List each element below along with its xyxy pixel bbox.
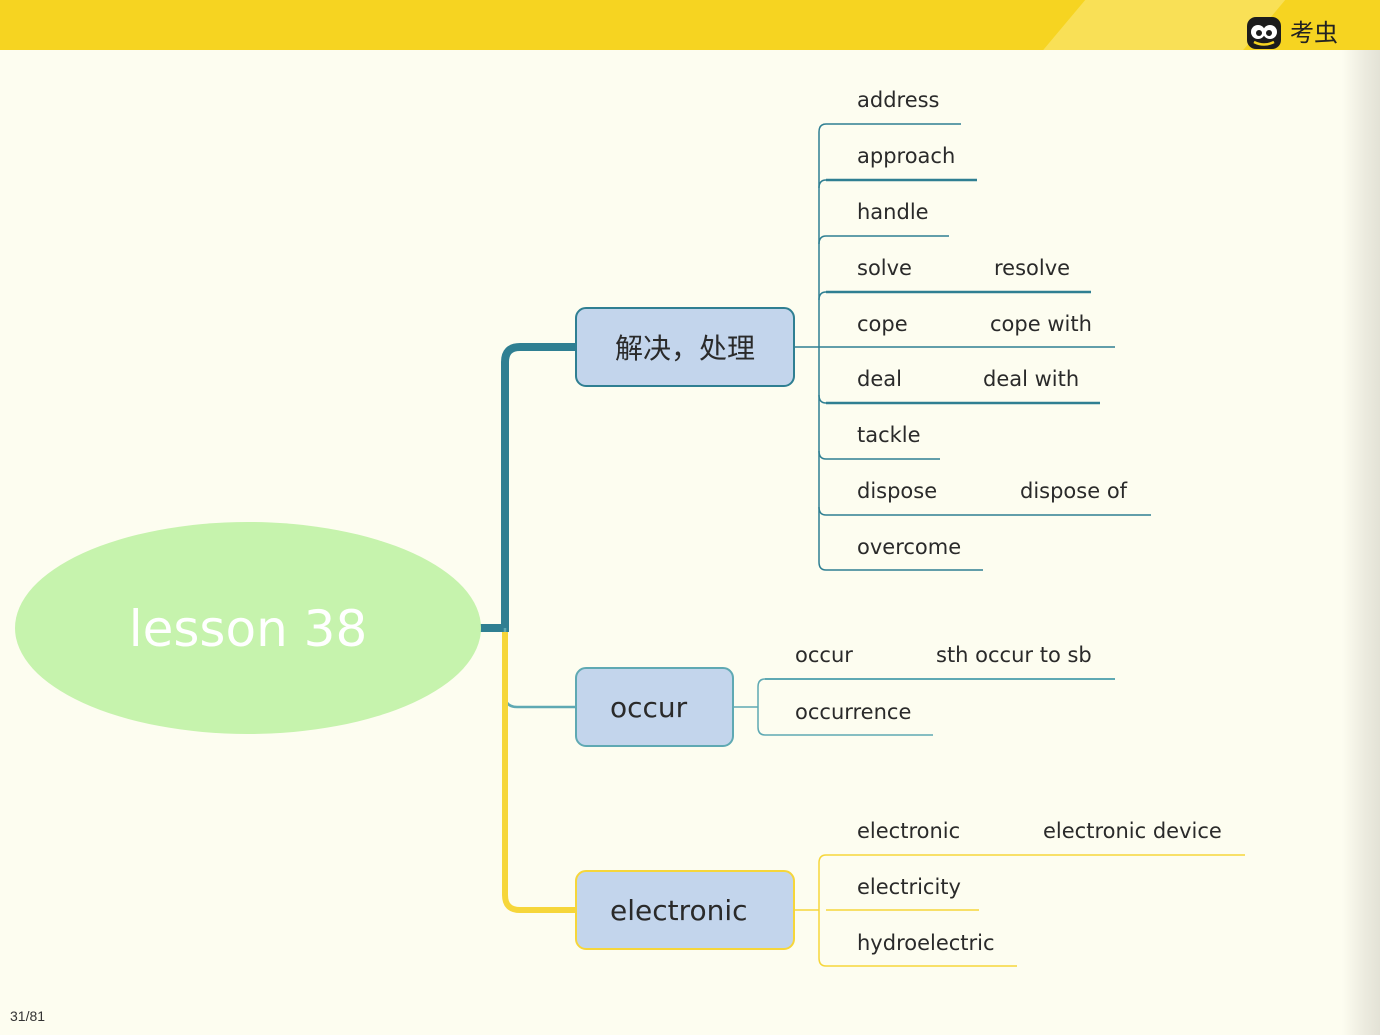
leaf-electronic: electronic xyxy=(857,819,960,843)
branch-3-bracket xyxy=(818,854,827,967)
leaf-electronic-device: electronic device xyxy=(1043,819,1222,843)
leaf-overcome: overcome xyxy=(857,535,961,559)
leaf-handle: handle xyxy=(857,200,929,224)
connector-root-branch-3 xyxy=(502,632,576,913)
bug-face-logo-icon xyxy=(1247,17,1281,49)
connector-root-branch-1 xyxy=(480,343,576,632)
branch-label-electronic: electronic xyxy=(610,894,748,927)
brand-logo: 考虫 xyxy=(1246,16,1338,50)
root-node[interactable] xyxy=(15,522,481,734)
branch-1-underlines xyxy=(826,123,1151,571)
root-label: lesson 38 xyxy=(129,600,368,658)
leaf-electricity: electricity xyxy=(857,875,961,899)
branch-2-bracket xyxy=(757,678,766,736)
branch-label-solve: 解决，处理 xyxy=(615,332,755,365)
leaf-address: address xyxy=(857,88,940,112)
branch-1-bracket-ticks xyxy=(818,179,827,516)
top-bar: 考虫 xyxy=(0,0,1380,50)
brand-name: 考虫 xyxy=(1290,19,1338,47)
leaf-cope-with: cope with xyxy=(990,312,1092,336)
leaf-occurrence: occurrence xyxy=(795,700,911,724)
leaf-occur: occur xyxy=(795,643,853,667)
connector-root-branch-2 xyxy=(503,628,576,709)
leaf-solve: solve xyxy=(857,256,912,280)
branch-1-bracket xyxy=(818,123,827,571)
leaf-deal: deal xyxy=(857,367,902,391)
leaf-sth-occur-to-sb: sth occur to sb xyxy=(936,643,1092,667)
leaf-tackle: tackle xyxy=(857,423,921,447)
leaf-dispose: dispose xyxy=(857,479,937,503)
leaf-approach: approach xyxy=(857,144,955,168)
leaf-dispose-of: dispose of xyxy=(1020,479,1128,503)
leaf-cope: cope xyxy=(857,312,908,336)
page-edge-shadow xyxy=(1342,50,1380,1035)
leaf-hydroelectric: hydroelectric xyxy=(857,931,995,955)
leaf-deal-with: deal with xyxy=(983,367,1079,391)
branch-label-occur: occur xyxy=(610,691,688,724)
page-indicator: 31/81 xyxy=(10,1008,46,1024)
leaf-resolve: resolve xyxy=(994,256,1070,280)
